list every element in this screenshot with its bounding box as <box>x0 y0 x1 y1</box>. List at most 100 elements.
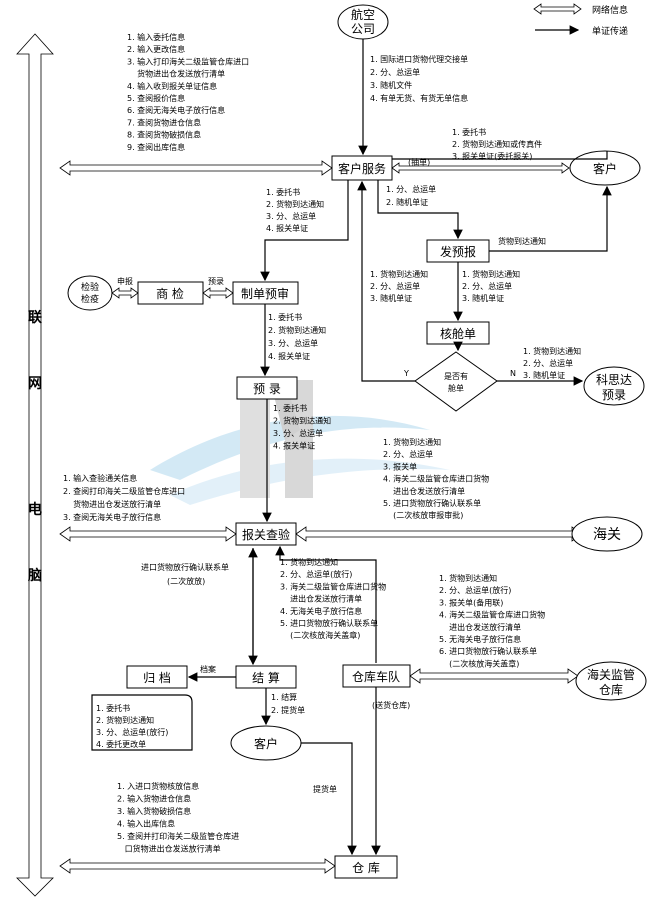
list-item: 5. 查阅报价信息 <box>127 93 185 103</box>
legend-document-label: 单证传递 <box>592 25 628 37</box>
node-documentation: 制单预审 <box>232 281 299 305</box>
vertical-label-2: 网 <box>28 376 42 392</box>
list-item: 5. 进口货物放行确认联系单 <box>280 618 378 628</box>
list-item: 4. 输入出库信息 <box>117 819 175 829</box>
node-customer-service: 客户服务 <box>331 155 393 181</box>
node-cabin-check: 核舱单 <box>426 321 490 345</box>
list-item: 3. 报关单证(委托报关) <box>452 151 532 161</box>
svg-text:科思达: 科思达 <box>596 373 632 387</box>
list-item: 4. 无海关电子放行信息 <box>280 606 362 616</box>
node-kerry: 科思达 预录 <box>583 366 645 406</box>
list-item: 3. 分、总运单 <box>266 211 316 221</box>
list-item: 3. 分、总运单 <box>268 338 318 348</box>
list-item: 1. 委托书 <box>268 312 302 322</box>
node-warehouse: 仓 库 <box>334 855 398 879</box>
list-item: 3. 分、总运单 <box>273 428 323 438</box>
list-item: 3. 随机单证 <box>370 293 412 303</box>
node-customer-bottom: 客户 <box>230 725 302 761</box>
vertical-label-1: 联 <box>28 310 43 326</box>
network-arrow-inspection <box>111 287 139 299</box>
list-item: 2. 分、总运单 <box>383 449 433 459</box>
label-holding: (抽单) <box>408 157 430 167</box>
list-item: 1. 货物到达通知 <box>523 346 581 356</box>
list-item: 1. 货物到达通知 <box>383 437 441 447</box>
svg-text:航空: 航空 <box>351 7 375 22</box>
list-item: 口货物进出仓发送放行清单 <box>117 844 221 854</box>
list-item: 5. 无海关电子放行信息 <box>439 634 521 644</box>
node-commodity-inspect: 商 检 <box>137 281 204 305</box>
list-item: 1. 委托书 <box>266 187 300 197</box>
list-item: 2. 分、总运单 <box>370 67 420 77</box>
list-item: 1. 输入查验通关信息 <box>63 473 137 483</box>
list-item: 货物进出仓发送放行清单 <box>63 499 161 509</box>
node-decision: 是否有 舱单 <box>414 351 498 412</box>
list-item: 3. 报关单 <box>383 461 417 471</box>
network-arrow-customer-cs <box>391 162 570 174</box>
label-yes: Y <box>403 369 409 378</box>
svg-text:制单预审: 制单预审 <box>241 286 289 301</box>
list-item: 5. 查阅并打印海关二级监管仓库进 <box>117 831 239 841</box>
list-item: 1. 货物到达通知 <box>439 573 497 583</box>
list-item: 4. 报关单证 <box>273 441 315 451</box>
node-customs-check: 报关查验 <box>235 522 297 546</box>
connectors <box>91 39 612 856</box>
list-item: 货物进出仓发送放行清单 <box>127 69 225 79</box>
legend-network-arrow <box>533 3 582 15</box>
label-archive-tag: 档案 <box>200 664 216 674</box>
list-item: 2. 货物到达通知 <box>96 715 154 725</box>
list-item: 4. 海关二级监管仓库进口货物 <box>383 474 489 484</box>
list-item: 3. 报关单(备用联) <box>439 597 503 607</box>
label-report: 申报 <box>117 276 133 286</box>
svg-text:结 算: 结 算 <box>252 670 280 685</box>
list-item: 1. 委托书 <box>273 403 307 413</box>
svg-text:发预报: 发预报 <box>440 244 476 259</box>
list-item: 1. 货物到达通知 <box>280 557 338 567</box>
svg-text:海关: 海关 <box>593 527 621 543</box>
node-airline: 航空 公司 <box>337 4 389 40</box>
list-item: 7. 查阅货物进仓信息 <box>127 117 201 127</box>
list-item: 1. 输入委托信息 <box>127 32 185 42</box>
label-to-wh: (送货仓库) <box>372 700 410 710</box>
list-item: 2. 分、总运单 <box>523 358 573 368</box>
node-customs: 海关 <box>571 516 643 552</box>
svg-text:商 检: 商 检 <box>156 286 184 301</box>
list-customs-docs: 1. 货物到达通知 2. 分、总运单 3. 报关单 4. 海关二级监管仓库进口货物 进… <box>383 437 489 520</box>
list-item: 进出仓发送放行清单 <box>439 622 521 632</box>
vertical-label-3: 电 <box>28 501 42 518</box>
svg-text:客户: 客户 <box>254 736 278 751</box>
svg-text:报关查验: 报关查验 <box>242 527 290 542</box>
legend-network-label: 网络信息 <box>592 4 628 16</box>
list-item: 5. 进口货物放行确认联系单 <box>383 498 481 508</box>
network-bus: 联 网 电 脑 <box>16 33 54 897</box>
list-item: 1. 分、总运单 <box>386 184 436 194</box>
list-item: 进出仓发送放行清单 <box>383 486 465 496</box>
svg-text:检验: 检验 <box>81 281 99 293</box>
svg-text:归 档: 归 档 <box>143 671 171 685</box>
label-prerecord: 预录 <box>208 276 224 286</box>
list-item: 1. 货物到达通知 <box>462 269 520 279</box>
list-item: 2. 货物到达通知或传真件 <box>452 139 542 149</box>
list-item: 3. 输入打印海关二级监管仓库进口 <box>127 56 249 66</box>
node-settlement: 结 算 <box>235 665 297 689</box>
list-item: (二次核放海关盖章) <box>439 658 519 668</box>
node-pre-record: 预 录 <box>236 376 298 400</box>
list-item: 3. 随机单证 <box>462 293 504 303</box>
list-item: 3. 海关二级监管仓库进口货物 <box>280 581 386 591</box>
network-arrow-prerecord <box>202 287 234 299</box>
list-item: 2. 分、总运单 <box>462 281 512 291</box>
list-item: 4. 报关单证 <box>266 223 308 233</box>
